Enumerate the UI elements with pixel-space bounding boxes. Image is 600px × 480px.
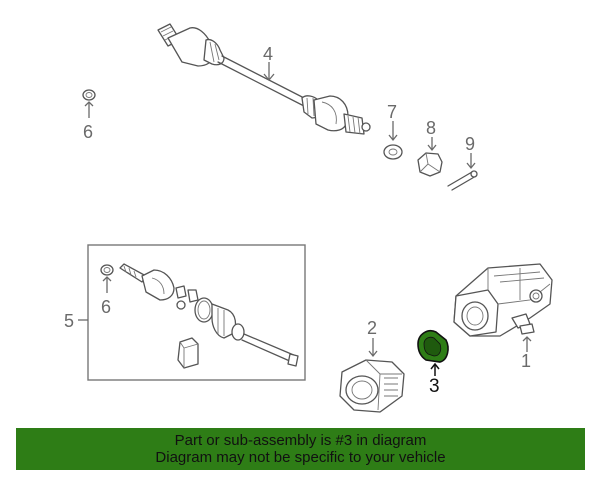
callout-5-label: 5 [64,311,74,331]
banner-line-2: Diagram may not be specific to your vehi… [155,449,446,466]
cv-joint-kit-box [87,244,306,381]
callout-6-top-arrow [84,101,94,107]
callout-2-arrow [368,350,378,358]
callout-6-kit-arrow [102,276,112,282]
callout-2-label: 2 [367,318,377,338]
callout-6-kit-label: 6 [101,297,111,317]
callout-8-arrow [427,144,437,152]
washer-kit[interactable] [100,264,114,276]
highlight-notice-banner: Part or sub-assembly is #3 in diagram Di… [16,428,585,470]
callout-7-arrow [388,134,398,142]
callout-3-label: 3 [429,376,440,397]
callout-9-arrow [466,162,476,170]
callout-1-arrow [522,336,532,342]
callout-9-label: 9 [465,134,475,154]
callout-7-label: 7 [387,102,397,122]
washer-7[interactable] [383,144,403,160]
callout-3-arrow [430,362,440,370]
mount-bracket[interactable] [339,359,405,413]
seal-highlighted[interactable] [417,329,449,363]
callout-1-label: 1 [521,351,531,371]
cotter-pin[interactable] [447,170,478,191]
callout-4-label: 4 [263,44,273,64]
cv-joint-kit-parts[interactable] [119,263,299,369]
differential-housing[interactable] [453,263,553,337]
banner-line-1: Part or sub-assembly is #3 in diagram [174,432,427,449]
callout-8-label: 8 [426,118,436,138]
axle-shaft-assembly[interactable] [157,23,371,135]
callout-6-top-label: 6 [83,122,93,142]
washer-top[interactable] [82,89,96,101]
axle-nut[interactable] [417,152,443,177]
callout-4-arrow [263,73,275,82]
